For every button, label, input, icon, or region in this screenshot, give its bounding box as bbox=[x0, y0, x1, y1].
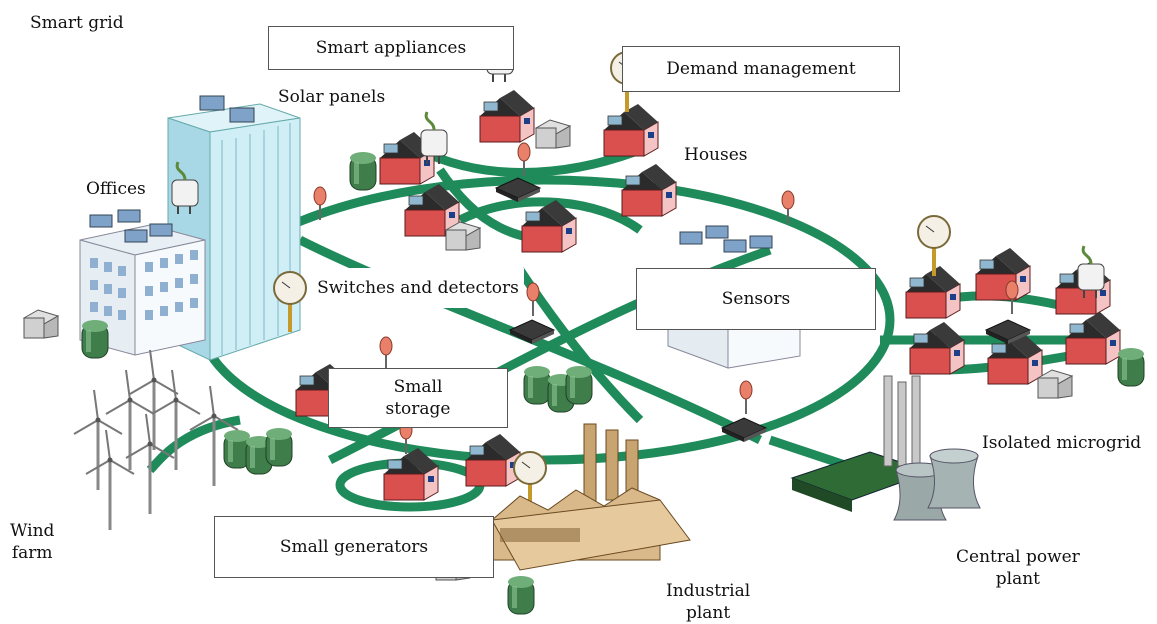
label-small-generators: Small generators bbox=[214, 516, 494, 578]
label-small-storage-line2: storage bbox=[385, 399, 451, 419]
wind-tank-icon bbox=[265, 427, 293, 467]
office-building-illustration bbox=[79, 209, 206, 356]
storage-tank-icon bbox=[523, 365, 551, 405]
house-icon bbox=[1065, 311, 1121, 365]
label-wind-farm: Wind farm bbox=[10, 520, 54, 564]
label-central-power-plant: Central power plant bbox=[956, 546, 1080, 590]
generator-tank-icon bbox=[507, 575, 535, 615]
detector-pin-icon bbox=[739, 380, 753, 415]
house-ac-icon bbox=[535, 119, 571, 149]
factory-illustration bbox=[491, 423, 691, 571]
office-generator-icon bbox=[23, 309, 59, 339]
label-central-power-line2: plant bbox=[995, 569, 1041, 589]
switch-chip-icon bbox=[509, 319, 555, 345]
house-tank-icon bbox=[349, 151, 377, 191]
label-industrial-line2: plant bbox=[685, 603, 731, 623]
label-demand-management: Demand management bbox=[622, 46, 900, 92]
detector-pin-icon bbox=[379, 336, 393, 371]
label-industrial-plant: Industrial plant bbox=[666, 580, 750, 624]
microgrid-tank-icon bbox=[1117, 347, 1145, 387]
house-icon bbox=[975, 247, 1031, 301]
label-solar-panels: Solar panels bbox=[278, 87, 386, 107]
label-houses: Houses bbox=[684, 145, 748, 165]
office-tank-icon bbox=[81, 319, 109, 359]
diagram-title: Smart grid bbox=[30, 13, 124, 33]
label-small-storage: Small storage bbox=[328, 368, 508, 428]
label-central-power-line1: Central power bbox=[956, 547, 1080, 567]
label-smart-appliances: Smart appliances bbox=[268, 26, 514, 70]
label-offices: Offices bbox=[86, 179, 146, 199]
label-sensors: Sensors bbox=[636, 268, 876, 330]
wind-farm-illustration bbox=[72, 348, 240, 532]
microgrid-gauge-icon bbox=[916, 214, 952, 278]
label-wind-farm-line2: farm bbox=[11, 543, 53, 563]
label-isolated-microgrid: Isolated microgrid bbox=[982, 433, 1142, 453]
house-icon bbox=[603, 103, 659, 157]
house-icon bbox=[909, 321, 965, 375]
smart-plug-icon bbox=[419, 110, 449, 166]
label-switches-and-detectors: Switches and detectors bbox=[312, 268, 524, 308]
microgrid-plug-icon bbox=[1076, 244, 1106, 300]
house-icon bbox=[465, 433, 521, 487]
house-icon bbox=[621, 163, 677, 217]
label-wind-farm-line1: Wind bbox=[10, 521, 55, 541]
label-industrial-line1: Industrial bbox=[666, 581, 751, 601]
power-plant-illustration bbox=[790, 375, 981, 521]
house-icon bbox=[479, 89, 535, 143]
storage-tank-icon bbox=[565, 365, 593, 405]
microgrid-ac-icon bbox=[1037, 369, 1073, 399]
label-small-storage-line1: Small bbox=[393, 377, 443, 397]
